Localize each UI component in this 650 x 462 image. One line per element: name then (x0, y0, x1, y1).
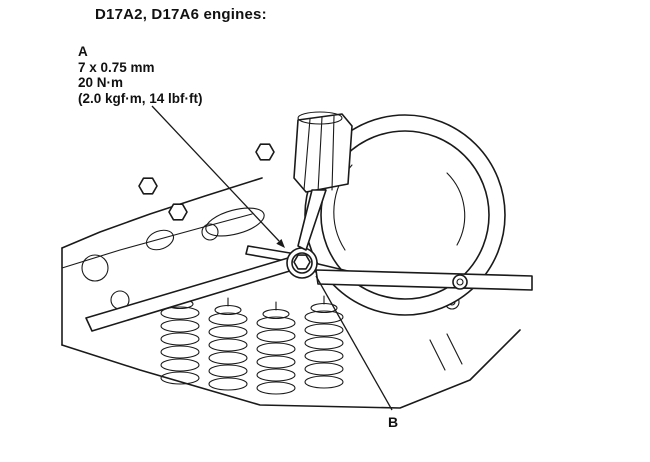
page-title: D17A2, D17A6 engines: (95, 6, 267, 23)
leader-line-a (151, 105, 285, 248)
callout-a: A 7 x 0.75 mm 20 N·m (2.0 kgf·m, 14 lbf·… (78, 44, 203, 106)
locknut-wrench (85, 247, 318, 332)
callout-a-label: A (78, 44, 88, 59)
callout-a-torque-metric: 20 N·m (78, 75, 124, 90)
callout-a-torque-alternate: (2.0 kgf·m, 14 lbf·ft) (78, 90, 203, 106)
engine-block-outline (61, 177, 521, 409)
leader-line-b (315, 275, 393, 411)
adjuster-locknut (293, 254, 311, 270)
adjusting-driver (293, 111, 353, 251)
callout-b-label: B (388, 414, 399, 430)
callout-a-thread-size: 7 x 0.75 mm (78, 59, 155, 75)
valve-springs (160, 291, 344, 395)
